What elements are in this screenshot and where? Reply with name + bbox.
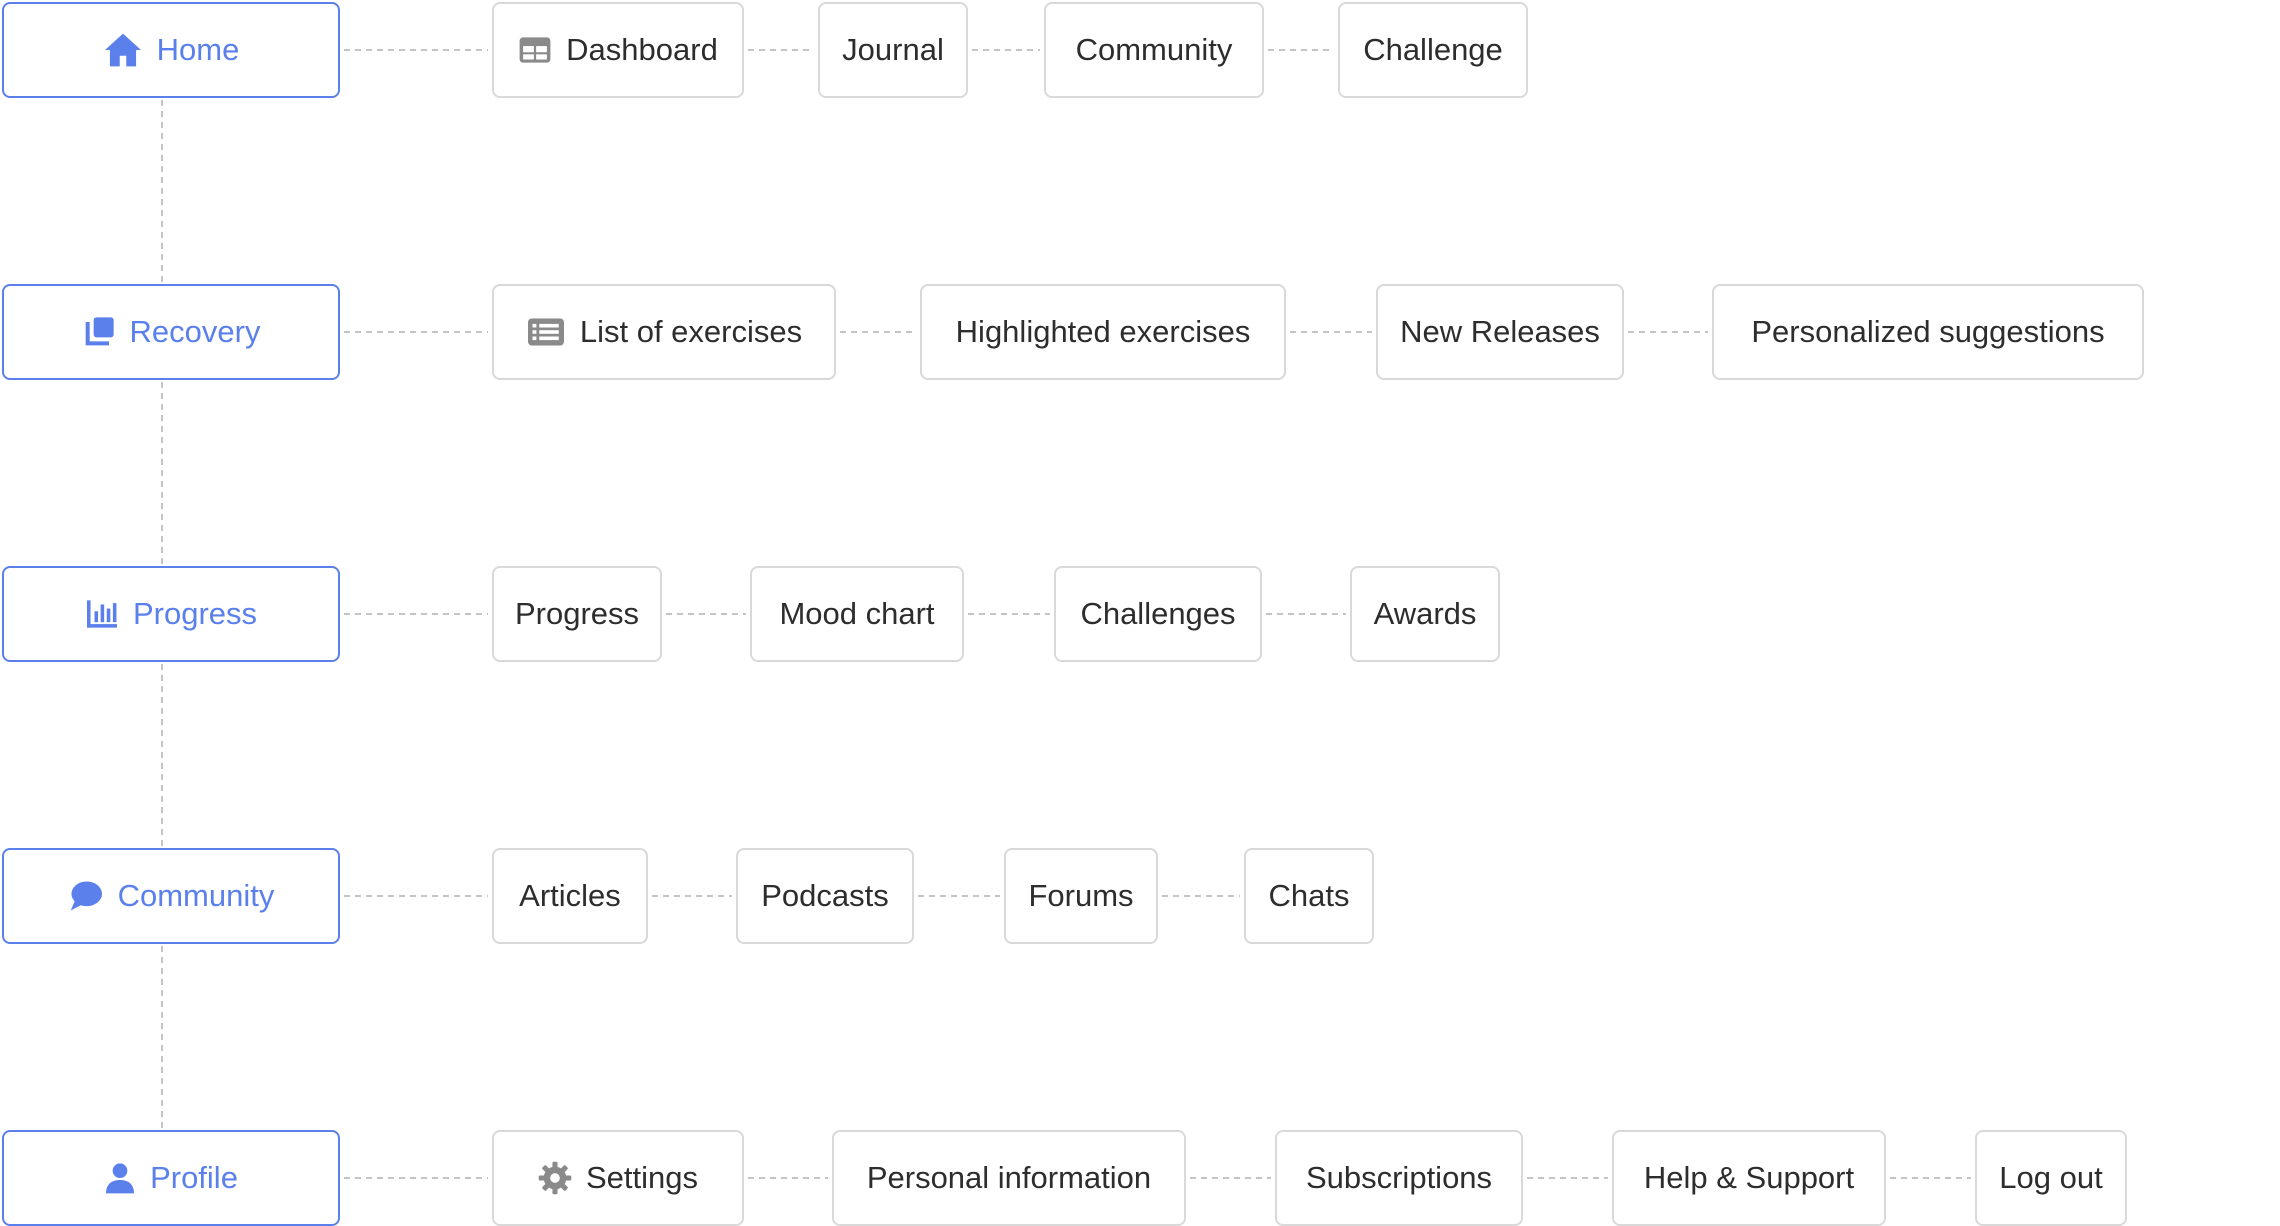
node-label: Progress — [514, 596, 640, 631]
node-label: Articles — [519, 878, 621, 913]
page-node-awards[interactable]: Awards — [1350, 566, 1500, 662]
page-node-help-support[interactable]: Help & Support — [1612, 1130, 1886, 1226]
node-label: Community — [117, 878, 275, 913]
node-label: Challenges — [1080, 596, 1236, 631]
page-node-progress[interactable]: Progress — [492, 566, 662, 662]
table-icon — [518, 36, 552, 64]
node-label: Subscriptions — [1305, 1160, 1493, 1195]
page-node-new-releases[interactable]: New Releases — [1376, 284, 1624, 380]
node-label: Awards — [1373, 596, 1477, 631]
node-label: Highlighted exercises — [955, 314, 1251, 349]
node-label: Log out — [1999, 1160, 2103, 1195]
section-node-progress[interactable]: Progress — [2, 566, 340, 662]
node-label: Recovery — [129, 314, 261, 349]
section-node-profile[interactable]: Profile — [2, 1130, 340, 1226]
node-label: Podcasts — [761, 878, 889, 913]
bar-chart-icon — [85, 599, 119, 629]
cards-icon — [82, 316, 116, 348]
node-label: List of exercises — [579, 314, 803, 349]
node-label: Personal information — [866, 1160, 1152, 1195]
section-node-home[interactable]: Home — [2, 2, 340, 98]
node-label: Forums — [1028, 878, 1134, 913]
node-label: Home — [156, 32, 240, 67]
home-icon — [103, 32, 143, 68]
node-label: Settings — [585, 1160, 698, 1195]
page-node-challenge[interactable]: Challenge — [1338, 2, 1528, 98]
page-node-challenges[interactable]: Challenges — [1054, 566, 1262, 662]
node-label: Community — [1075, 32, 1233, 67]
section-node-community[interactable]: Community — [2, 848, 340, 944]
page-node-personal-information[interactable]: Personal information — [832, 1130, 1186, 1226]
chat-icon — [68, 880, 104, 912]
page-node-forums[interactable]: Forums — [1004, 848, 1158, 944]
page-node-mood-chart[interactable]: Mood chart — [750, 566, 964, 662]
user-icon — [104, 1161, 136, 1195]
section-node-recovery[interactable]: Recovery — [2, 284, 340, 380]
node-label: Chats — [1268, 878, 1350, 913]
node-label: New Releases — [1400, 314, 1600, 349]
page-node-podcasts[interactable]: Podcasts — [736, 848, 914, 944]
node-label: Mood chart — [779, 596, 935, 631]
page-node-articles[interactable]: Articles — [492, 848, 648, 944]
node-label: Dashboard — [566, 32, 718, 67]
page-node-community[interactable]: Community — [1044, 2, 1264, 98]
node-label: Help & Support — [1643, 1160, 1855, 1195]
list-icon — [526, 317, 566, 347]
page-node-log-out[interactable]: Log out — [1975, 1130, 2127, 1226]
node-label: Personalized suggestions — [1751, 314, 2105, 349]
node-label: Challenge — [1363, 32, 1503, 67]
page-node-highlighted-exercises[interactable]: Highlighted exercises — [920, 284, 1286, 380]
page-node-journal[interactable]: Journal — [818, 2, 968, 98]
page-node-dashboard[interactable]: Dashboard — [492, 2, 744, 98]
page-node-subscriptions[interactable]: Subscriptions — [1275, 1130, 1523, 1226]
page-node-personalized-suggestions[interactable]: Personalized suggestions — [1712, 284, 2144, 380]
node-label: Profile — [150, 1160, 238, 1195]
node-label: Progress — [132, 596, 258, 631]
page-node-list-of-exercises[interactable]: List of exercises — [492, 284, 836, 380]
page-node-settings[interactable]: Settings — [492, 1130, 744, 1226]
node-label: Journal — [842, 32, 944, 67]
page-node-chats[interactable]: Chats — [1244, 848, 1374, 944]
gear-icon — [538, 1161, 572, 1195]
